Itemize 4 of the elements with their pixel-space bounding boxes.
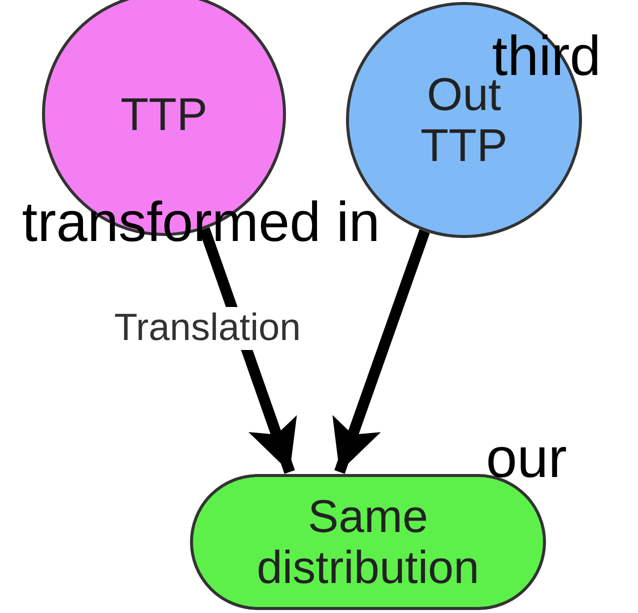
node-label: TTP xyxy=(120,88,208,140)
overlay-text: our xyxy=(486,430,567,486)
arrow xyxy=(332,229,430,474)
node-label: Same distribution xyxy=(256,491,480,593)
